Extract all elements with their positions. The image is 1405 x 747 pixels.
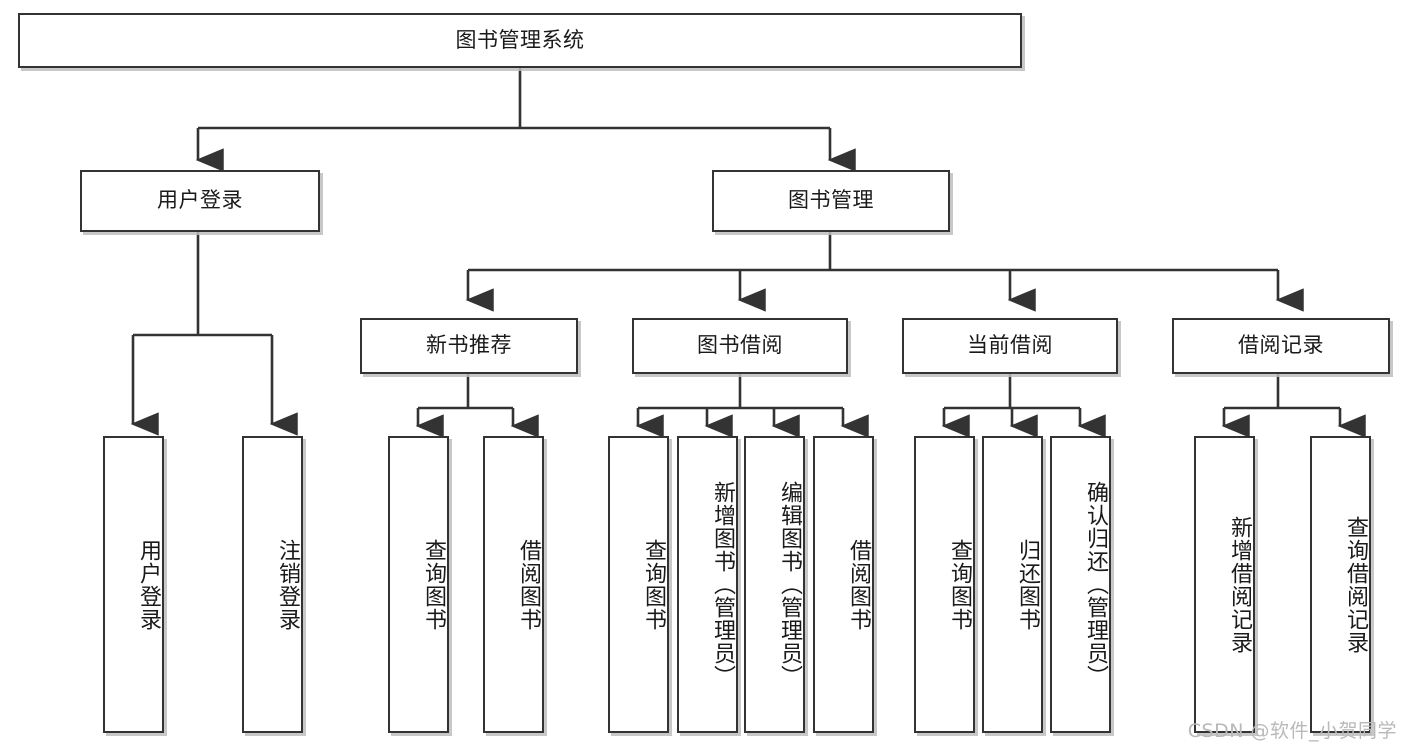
leaf-query-book-2[interactable]: 查询图书 bbox=[608, 436, 669, 733]
leaf-add-record-label: 新增借阅记录 bbox=[1227, 515, 1252, 654]
leaf-edit-book-label: 编辑图书（管理员） bbox=[777, 481, 802, 688]
leaf-user-login-label: 用户登录 bbox=[136, 538, 161, 631]
node-book-borrow[interactable]: 图书借阅 bbox=[632, 318, 848, 374]
csdn-watermark: CSDN @软件_小贺同学 bbox=[1187, 720, 1397, 742]
leaf-edit-book[interactable]: 编辑图书（管理员） bbox=[744, 436, 805, 733]
leaf-logout[interactable]: 注销登录 bbox=[242, 436, 303, 733]
node-current-borrow-label: 当前借阅 bbox=[967, 333, 1053, 358]
node-current-borrow[interactable]: 当前借阅 bbox=[902, 318, 1118, 374]
leaf-query-book-3-label: 查询图书 bbox=[947, 538, 972, 631]
node-new-book-recommend[interactable]: 新书推荐 bbox=[360, 318, 578, 374]
node-user-login[interactable]: 用户登录 bbox=[80, 170, 320, 232]
leaf-add-book[interactable]: 新增图书（管理员） bbox=[677, 436, 738, 733]
leaf-add-book-label: 新增图书（管理员） bbox=[710, 481, 735, 688]
leaf-borrow-book-1-label: 借阅图书 bbox=[516, 538, 541, 631]
leaf-confirm-return-label: 确认归还（管理员） bbox=[1083, 481, 1108, 688]
node-book-borrow-label: 图书借阅 bbox=[697, 333, 783, 358]
leaf-query-book-2-label: 查询图书 bbox=[641, 538, 666, 631]
node-user-login-label: 用户登录 bbox=[157, 188, 243, 213]
leaf-return-book[interactable]: 归还图书 bbox=[982, 436, 1043, 733]
leaf-query-book-1-label: 查询图书 bbox=[421, 538, 446, 631]
leaf-query-record-label: 查询借阅记录 bbox=[1343, 515, 1368, 654]
leaf-query-record[interactable]: 查询借阅记录 bbox=[1310, 436, 1371, 733]
leaf-query-book-3[interactable]: 查询图书 bbox=[914, 436, 975, 733]
node-new-book-recommend-label: 新书推荐 bbox=[426, 333, 512, 358]
leaf-user-login[interactable]: 用户登录 bbox=[103, 436, 164, 733]
leaf-query-book-1[interactable]: 查询图书 bbox=[388, 436, 449, 733]
leaf-borrow-book-2-label: 借阅图书 bbox=[846, 538, 871, 631]
node-borrow-record[interactable]: 借阅记录 bbox=[1172, 318, 1390, 374]
leaf-borrow-book-1[interactable]: 借阅图书 bbox=[483, 436, 544, 733]
node-book-management[interactable]: 图书管理 bbox=[712, 170, 950, 232]
node-root-label: 图书管理系统 bbox=[455, 27, 585, 52]
leaf-logout-label: 注销登录 bbox=[275, 538, 300, 631]
leaf-add-record[interactable]: 新增借阅记录 bbox=[1194, 436, 1255, 733]
leaf-return-book-label: 归还图书 bbox=[1015, 538, 1040, 631]
node-book-management-label: 图书管理 bbox=[788, 188, 874, 213]
leaf-confirm-return[interactable]: 确认归还（管理员） bbox=[1050, 436, 1111, 733]
leaf-borrow-book-2[interactable]: 借阅图书 bbox=[813, 436, 874, 733]
node-borrow-record-label: 借阅记录 bbox=[1238, 333, 1324, 358]
node-root[interactable]: 图书管理系统 bbox=[18, 13, 1022, 68]
